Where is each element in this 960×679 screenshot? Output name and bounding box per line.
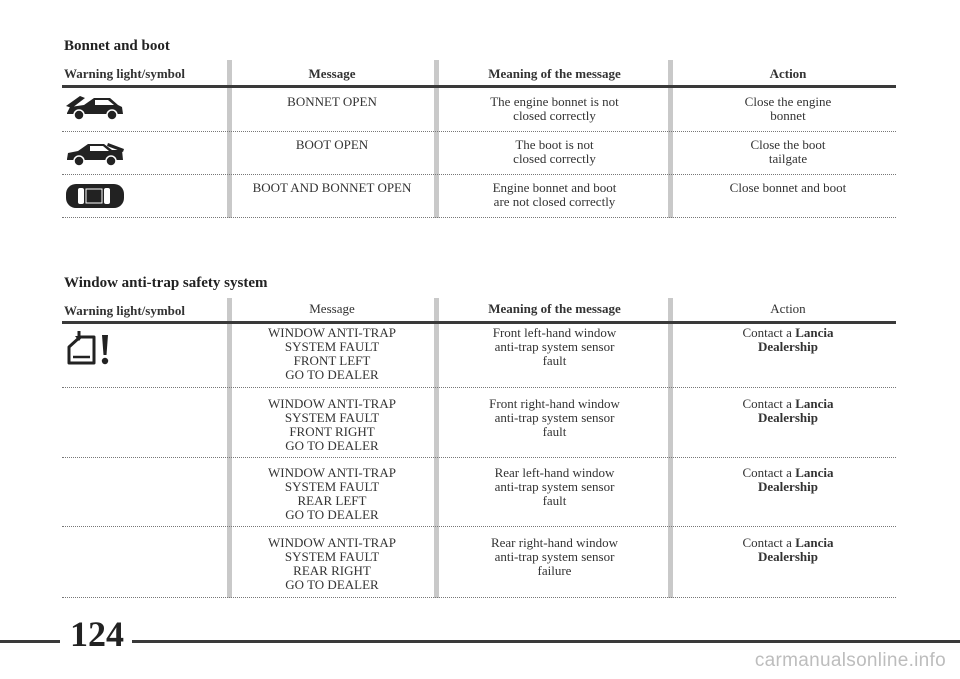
row-separator (62, 597, 896, 598)
row-separator (62, 457, 896, 458)
meaning-boot-bonnet-open: Engine bonnet and boot are not closed co… (492, 180, 617, 209)
row-separator (62, 217, 896, 218)
action-boot-bonnet-open: Close bonnet and boot (729, 180, 847, 195)
car-bonnet-boot-open-icon (66, 184, 124, 208)
action-suffix: Dealership (758, 479, 818, 494)
header-action: Action (769, 66, 807, 81)
watermark: carmanualsonline.info (754, 650, 946, 671)
meaning-anti-trap-rear-right: Rear right-hand window anti-trap system … (490, 535, 619, 578)
car-bonnet-open-icon (66, 96, 123, 121)
column-divider (434, 298, 439, 598)
action-boot-open: Close the boot tailgate (750, 137, 826, 166)
message-bonnet-open: BONNET OPEN (287, 94, 377, 109)
header-rule (62, 85, 896, 88)
action-prefix: Contact a (742, 325, 796, 340)
meaning-bonnet-open: The engine bonnet is not closed correctl… (490, 94, 619, 123)
header-rule (62, 321, 896, 324)
message-anti-trap-rear-right: WINDOW ANTI-TRAP SYSTEM FAULT REAR RIGHT… (268, 535, 396, 592)
column-divider (434, 60, 439, 218)
action-suffix: Dealership (758, 549, 818, 564)
meaning-anti-trap-front-left: Front left-hand window anti-trap system … (492, 325, 617, 368)
meaning-anti-trap-rear-left: Rear left-hand window anti-trap system s… (494, 465, 615, 508)
row-separator (62, 131, 896, 132)
column-divider (668, 298, 673, 598)
action-suffix: Dealership (758, 410, 818, 425)
section-title-bonnet-boot: Bonnet and boot (64, 38, 170, 54)
header-meaning: Meaning of the message (488, 301, 621, 316)
action-brand: Lancia (795, 325, 834, 340)
message-boot-bonnet-open: BOOT AND BONNET OPEN (252, 180, 412, 195)
action-suffix: Dealership (758, 339, 818, 354)
section-title-window-anti-trap: Window anti-trap safety system (64, 275, 268, 291)
row-separator (62, 174, 896, 175)
message-boot-open: BOOT OPEN (295, 137, 369, 152)
column-divider (668, 60, 673, 218)
message-anti-trap-front-left: WINDOW ANTI-TRAP SYSTEM FAULT FRONT LEFT… (268, 325, 396, 382)
action-brand: Lancia (795, 396, 834, 411)
action-prefix: Contact a (742, 396, 796, 411)
meaning-anti-trap-front-right: Front right-hand window anti-trap system… (489, 396, 620, 439)
footer-rule-right (132, 640, 960, 643)
header-message: Message (308, 66, 356, 81)
header-action: Action (770, 301, 806, 316)
column-divider (227, 60, 232, 218)
header-warning-symbol: Warning light/symbol (64, 66, 185, 81)
header-message: Message (309, 301, 355, 316)
header-warning-symbol: Warning light/symbol (64, 303, 185, 318)
footer-rule-left (0, 640, 60, 643)
action-prefix: Contact a (742, 535, 796, 550)
row-separator (62, 526, 896, 527)
header-meaning: Meaning of the message (488, 66, 621, 81)
row-separator (62, 387, 896, 388)
action-prefix: Contact a (742, 465, 796, 480)
page-number: 124 (70, 614, 124, 654)
action-brand: Lancia (795, 535, 834, 550)
message-anti-trap-front-right: WINDOW ANTI-TRAP SYSTEM FAULT FRONT RIGH… (268, 396, 396, 453)
meaning-boot-open: The boot is not closed correctly (513, 137, 596, 166)
message-anti-trap-rear-left: WINDOW ANTI-TRAP SYSTEM FAULT REAR LEFT … (268, 465, 396, 522)
column-divider (227, 298, 232, 598)
car-boot-open-icon (67, 143, 124, 167)
action-brand: Lancia (795, 465, 834, 480)
window-anti-trap-warning-icon (67, 331, 109, 365)
action-bonnet-open: Close the engine bonnet (744, 94, 832, 123)
